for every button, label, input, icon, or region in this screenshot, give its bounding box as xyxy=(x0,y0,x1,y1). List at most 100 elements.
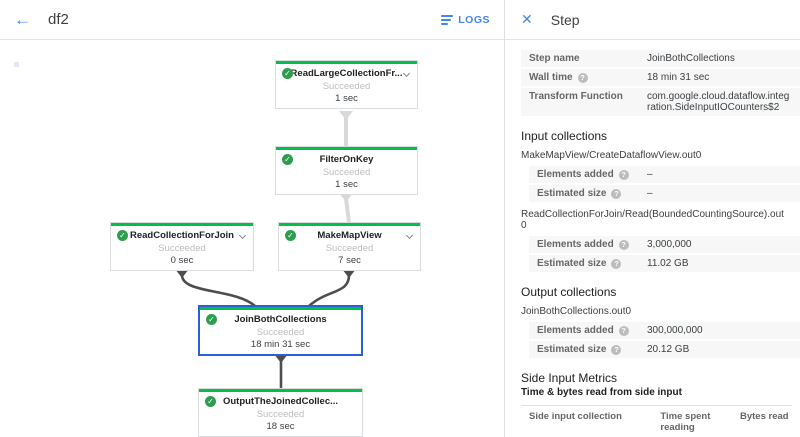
edge-readcollection-join xyxy=(180,274,256,308)
logs-label: LOGS xyxy=(458,13,490,26)
canvas-artifact xyxy=(14,62,19,67)
node-title: ReadLargeCollectionFr... xyxy=(290,68,403,79)
graph-edges xyxy=(175,111,356,388)
node-title-row: ✓ MakeMapView xyxy=(279,226,420,242)
status-bar xyxy=(199,389,362,392)
success-check-icon: ✓ xyxy=(117,230,128,241)
topbar: ← df2 LOGS xyxy=(0,0,504,40)
help-icon[interactable]: ? xyxy=(611,189,622,199)
panel-title: Step xyxy=(550,11,580,28)
node-title-row: ✓ FilterOnKey xyxy=(276,150,417,166)
edge-arrow xyxy=(342,269,356,278)
node-duration: 0 sec xyxy=(170,255,194,266)
detail-label: Step name xyxy=(529,53,580,64)
chevron-down-icon[interactable] xyxy=(402,69,411,78)
chevron-down-icon[interactable] xyxy=(238,231,247,240)
help-icon[interactable]: ? xyxy=(618,240,629,250)
chevron-down-icon[interactable] xyxy=(405,231,414,240)
node-title-row: ✓ JoinBothCollections xyxy=(200,310,361,326)
node-status: Succeeded xyxy=(256,327,305,338)
detail-label: Estimated size? xyxy=(537,344,647,355)
detail-label: Elements added? xyxy=(537,325,647,336)
output-collections-heading: Output collections xyxy=(521,285,617,299)
collection-name: JoinBothCollections.out0 xyxy=(521,306,632,317)
node-duration: 1 sec xyxy=(335,93,358,104)
status-bar xyxy=(276,61,417,64)
success-check-icon: ✓ xyxy=(285,230,296,241)
node-duration: 1 sec xyxy=(335,179,358,190)
logs-button[interactable]: LOGS xyxy=(441,14,490,26)
detail-row: Estimated size?20.12 GB xyxy=(529,341,800,358)
detail-label: Elements added? xyxy=(537,169,647,180)
collection-name: ReadCollectionForJoin/Read(BoundedCounti… xyxy=(521,209,784,231)
table-header-cell: Side input collection xyxy=(529,411,622,422)
node-status: Succeeded xyxy=(322,81,371,92)
detail-value: 300,000,000 xyxy=(647,325,703,336)
success-check-icon: ✓ xyxy=(206,314,217,325)
status-bar xyxy=(279,223,420,226)
side-input-metrics-subheading: Time & bytes read from side input xyxy=(521,387,682,398)
logs-icon xyxy=(441,14,454,25)
detail-row: Elements added?3,000,000 xyxy=(529,236,800,253)
detail-value: 11.02 GB xyxy=(647,258,689,269)
detail-row: Elements added?– xyxy=(529,166,800,183)
node-title-row: ✓ReadCollectionForJoin xyxy=(111,226,253,242)
node-duration: 18 sec xyxy=(266,421,295,432)
node-title: FilterOnKey xyxy=(319,154,374,165)
detail-value: com.google.cloud.dataflow.integration.Si… xyxy=(647,91,790,113)
node-duration: 18 min 31 sec xyxy=(250,339,311,350)
detail-label: Estimated size? xyxy=(537,258,647,269)
success-check-icon: ✓ xyxy=(282,68,293,79)
node-status: Succeeded xyxy=(256,409,305,420)
node-title-row: ✓OutputTheJoinedCollec... xyxy=(199,392,362,408)
help-icon[interactable]: ? xyxy=(611,345,622,355)
success-check-icon: ✓ xyxy=(282,154,293,165)
node-status: Succeeded xyxy=(322,167,371,178)
success-check-icon: ✓ xyxy=(205,396,216,407)
node-title: JoinBothCollections xyxy=(234,314,327,325)
help-icon[interactable]: ? xyxy=(611,259,622,269)
back-button[interactable]: ← xyxy=(14,9,31,29)
edge-arrow xyxy=(274,354,288,363)
edge-filteronkey-makemapview xyxy=(344,198,351,223)
close-icon[interactable]: ✕ xyxy=(521,11,533,27)
job-graph-pane: ← df2 LOGS ✓ReadLargeCollect xyxy=(0,0,505,437)
node-title: MakeMapView xyxy=(317,230,382,241)
detail-row: Elements added?300,000,000 xyxy=(529,322,800,339)
status-bar xyxy=(276,147,417,150)
input-collections-heading: Input collections xyxy=(521,129,608,143)
detail-value: – xyxy=(647,169,653,180)
help-icon[interactable]: ? xyxy=(618,326,629,336)
page-title: df2 xyxy=(48,11,69,28)
edge-arrow xyxy=(339,111,353,120)
status-bar xyxy=(111,223,253,226)
detail-label: Estimated size? xyxy=(537,188,647,199)
detail-row: Transform Function com.google.cloud.dataf… xyxy=(521,88,800,116)
detail-value: 18 min 31 sec xyxy=(647,72,710,83)
node-duration: 7 sec xyxy=(338,255,361,266)
edge-arrow xyxy=(339,193,353,202)
help-icon[interactable]: ? xyxy=(618,170,629,180)
help-icon[interactable]: ? xyxy=(577,73,588,83)
detail-row: Estimated size?– xyxy=(529,185,800,202)
node-status: Succeeded xyxy=(325,243,374,254)
edge-makemapview-join xyxy=(308,274,351,307)
detail-label: Transform Function xyxy=(529,91,623,102)
panel-header: ✕ Step xyxy=(505,0,800,40)
detail-row: Estimated size?11.02 GB xyxy=(529,255,800,272)
detail-value: 20.12 GB xyxy=(647,344,690,355)
collection-name: MakeMapView/CreateDataflowView.out0 xyxy=(521,150,702,161)
